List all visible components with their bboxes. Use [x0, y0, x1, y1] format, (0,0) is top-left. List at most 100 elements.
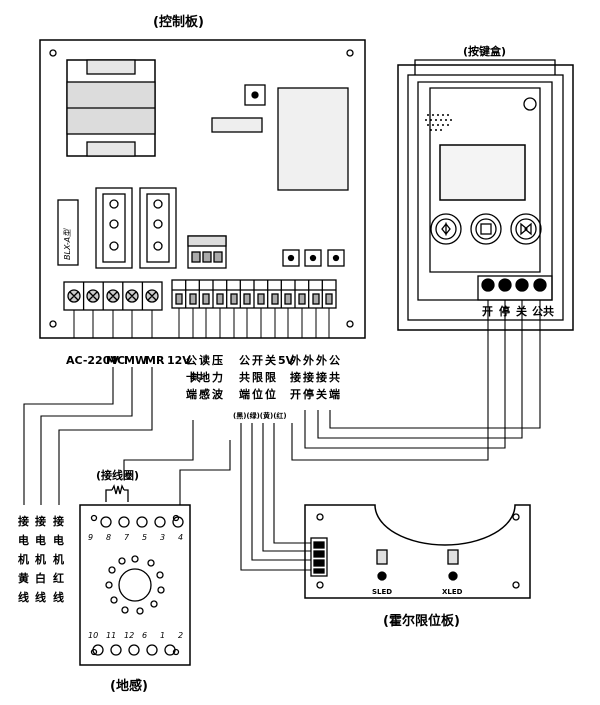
keypad-box: [397, 59, 574, 331]
motor-wire-label-1-4: 线: [35, 590, 46, 604]
relay-bottom-pin-5: 2: [178, 631, 183, 640]
motor-wire-label-2-2: 机: [53, 552, 64, 566]
control-board: [39, 39, 366, 339]
keypad-terminal-close: 关: [516, 304, 527, 318]
board-model: BLX-A型: [63, 228, 72, 260]
relay-bottom-pin-1: 11: [106, 631, 116, 640]
relay-bottom-pin-0: 10: [88, 631, 98, 640]
labels: (控制板) (按键盒) (霍尔限位板) (接线圈) (地感) BLX-A型 AC…: [18, 14, 554, 694]
signal-terminal-label-1-0: 公: [186, 354, 197, 367]
motor-wire-label-2-0: 接: [53, 514, 64, 528]
terminal-mr: MR: [145, 354, 165, 367]
keypad-terminal-stop: 停: [499, 304, 510, 318]
motor-wire-label-0-2: 机: [18, 552, 29, 566]
motor-wire-label-1-3: 白: [35, 571, 46, 585]
signal-terminal-label-6-2: 位: [265, 387, 276, 401]
signal-terminal-label-5-1: 限: [252, 370, 263, 384]
ground-sense-title: (地感): [110, 678, 148, 694]
relay-bottom-pin-3: 6: [142, 631, 147, 640]
signal-terminal-label-10-1: 接: [316, 370, 327, 384]
relay-top-pin-1: 8: [106, 533, 111, 542]
motor-wire-label-2-1: 电: [53, 533, 64, 547]
terminal-ac220v: AC-220V: [66, 354, 119, 367]
hall-wire-colors: (黑)(绿)(黄)(红): [233, 411, 287, 420]
signal-terminal-label-9-1: 接: [303, 370, 314, 384]
signal-terminal-label-11-1: 共: [329, 370, 340, 384]
motor-wire-label-2-4: 线: [53, 590, 64, 604]
xled-label: XLED: [442, 588, 463, 596]
main-chip: [277, 87, 349, 191]
signal-terminal-label-4-0: 公: [239, 354, 250, 367]
signal-terminal-label-5-2: 位: [252, 387, 263, 401]
signal-terminal-label-7-0: 5V: [278, 354, 295, 367]
signal-terminal-label-4-1: 共: [239, 370, 250, 384]
terminal-mw: MW: [124, 354, 147, 367]
motor-wire-label-1-2: 机: [35, 552, 46, 566]
board-leads: [73, 308, 330, 338]
hall-limit-board: [304, 504, 531, 599]
signal-terminal-label-3-2: 波: [212, 387, 224, 401]
ground-sense-relay: [79, 484, 191, 666]
signal-terminal-label-9-2: 停: [303, 387, 314, 401]
signal-terminal-label-1-1: 卡: [186, 370, 197, 384]
signal-terminal-label-6-1: 限: [265, 370, 276, 384]
motor-wire-label-0-4: 线: [18, 590, 29, 604]
relay-bottom-pin-2: 12: [124, 631, 134, 640]
sled-label: SLED: [372, 588, 392, 596]
small-component: [244, 84, 266, 106]
capacitor-block-1: [95, 187, 133, 269]
model-box: [57, 199, 79, 266]
signal-terminal-block: [171, 279, 337, 309]
relay-top-pins: 9 8 7 5 3 4: [88, 533, 183, 542]
signal-terminal-label-5-0: 开: [252, 354, 263, 367]
motor-wire-label-0-3: 黄: [18, 571, 29, 585]
wiring: [23, 300, 541, 571]
signal-terminal-label-9-0: 外: [302, 353, 314, 367]
relay-top-pin-4: 3: [160, 533, 165, 542]
signal-terminal-label-2-1: 地: [199, 370, 210, 384]
three-pin-connector: [187, 235, 227, 269]
signal-terminal-label-11-0: 公: [329, 354, 340, 367]
signal-terminal-label-0-0: 12V: [167, 354, 191, 367]
signal-terminal-label-8-1: 接: [290, 370, 301, 384]
signal-terminal-label-0-1: 共: [190, 370, 201, 384]
signal-terminal-label-8-2: 开: [290, 388, 301, 401]
signal-terminal-label-8-0: 外: [289, 353, 301, 367]
relay-top-pin-3: 5: [142, 533, 147, 542]
motor-wire-label-2-3: 红: [53, 571, 64, 585]
signal-terminal-label-1-2: 端: [186, 387, 197, 401]
signal-terminal-label-2-2: 感: [199, 387, 210, 401]
relay-module: [211, 117, 263, 133]
signal-terminal-label-6-0: 关: [265, 353, 276, 367]
hall-board-title: (霍尔限位板): [383, 613, 460, 629]
relay-top-pin-0: 9: [88, 533, 93, 542]
relay-bottom-pin-4: 1: [160, 631, 165, 640]
transformer: [66, 59, 156, 157]
signal-terminal-label-4-2: 端: [239, 387, 250, 401]
signal-terminal-label-11-2: 端: [329, 387, 340, 401]
signal-terminal-label-3-1: 力: [212, 370, 223, 384]
keypad-terminal-common: 公共: [532, 304, 554, 318]
motor-wire-label-0-1: 电: [18, 533, 29, 547]
power-terminal-block: [63, 281, 163, 311]
motor-wire-label-1-0: 接: [35, 514, 46, 528]
signal-terminal-label-3-0: 压: [212, 353, 223, 367]
keypad-terminal-open: 开: [482, 305, 493, 318]
signal-terminal-label-2-0: 读: [199, 353, 210, 367]
signal-terminal-label-10-0: 外: [315, 353, 327, 367]
relay-top-pin-2: 7: [124, 533, 130, 542]
motor-wire-label-1-1: 电: [35, 533, 46, 547]
relay-top-pin-5: 4: [178, 533, 183, 542]
coil-title: (接线圈): [96, 468, 139, 482]
terminal-mc: MC: [106, 354, 125, 367]
signal-terminal-label-10-2: 关: [316, 387, 327, 401]
control-board-title: (控制板): [153, 14, 204, 30]
keypad-box-title: (按键盒): [463, 44, 506, 58]
capacitor-block-2: [139, 187, 177, 269]
motor-wire-label-0-0: 接: [18, 514, 29, 528]
